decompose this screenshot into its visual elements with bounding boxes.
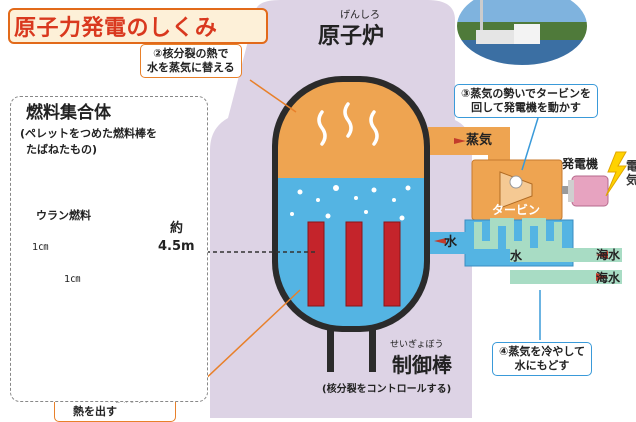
seawater-out-label: 海水 [596,271,621,285]
water-bubbles [290,185,411,221]
control-rod-name: 制御棒 [392,353,452,377]
fuel-assembly-panel [10,96,208,402]
fuel-assembly-desc-2: たばねたもの) [26,143,98,156]
callout-step4-line1: ④蒸気を冷やして [499,345,585,358]
title-banner [8,8,268,44]
pellet-height-label: 1㎝ [32,242,49,253]
water-return-pipe [428,232,468,254]
callout-step4: ④蒸気を冷やして 水にもどす [492,342,592,376]
callout-step4-line2: 水にもどす [514,358,570,372]
steam-label: 蒸気 [466,133,493,148]
control-rod-desc: (核分裂をコントロールする) [322,384,452,395]
assembly-length-label-2: 4.5m [158,239,195,254]
seawater-out-arrow-icon [596,273,608,281]
callout-step2-line2: 水を蒸気に替える [147,60,235,74]
pellet-label: ウラン燃料 [36,209,91,222]
condenser-coil [474,218,562,249]
steam-wisp-2 [343,102,353,138]
generator-end [568,180,574,202]
turbine-hub-icon [509,175,523,189]
electricity-label: 電気 [626,159,636,187]
leader-step3 [521,117,539,171]
callout-step2-line1: ②核分裂の熱で [153,47,229,60]
lightning-icon [605,151,627,197]
steam-arrow-icon [454,138,466,144]
steam-pipe-down [488,127,510,165]
callout-step3: ③蒸気の勢いでタービンを 回して発電機を動かす [454,84,598,118]
control-rod-furigana: せいぎょぼう [390,340,444,350]
generator-body [571,175,609,207]
water-left-label: 水 [444,235,458,250]
fuel-assembly-desc-1: (ペレットをつめた燃料棒を [20,127,158,140]
reactor-furigana: げんしろ [340,10,380,21]
callout-step1-line2: 熱を出す [73,404,117,418]
generator-label: 発電機 [562,157,599,171]
fuel-rod-2 [345,221,363,307]
plant-photo-frame [455,0,589,67]
callout-step2: ②核分裂の熱で 水を蒸気に替える [140,44,242,78]
callout-step3-line2: 回して発電機を動かす [471,100,581,114]
pellet-width-label: 1㎝ [64,274,81,285]
assembly-length-label-1: 約 [170,221,184,236]
seawater-in-arrow-icon [596,251,608,259]
control-rod-1 [327,326,334,372]
page-title: 原子力発電のしくみ [14,16,218,41]
seawater-pipe-out [510,270,622,284]
steam-wisp-1 [317,110,327,146]
fuel-rod-1 [307,221,325,307]
control-rod-2 [369,326,376,372]
water-right-label: 水 [510,249,523,263]
water-arrow-icon [434,238,446,244]
fuel-rod-3 [383,221,401,307]
leader-step1 [199,289,301,385]
reactor-name: 原子炉 [318,24,385,49]
plant-photo [456,0,588,66]
steam-wisp-3 [369,110,379,146]
fuel-assembly-title: 燃料集合体 [26,103,111,123]
leader-step2 [249,79,297,113]
seawater-pipe-in [510,248,622,262]
callout-step3-line1: ③蒸気の勢いでタービンを [461,87,591,100]
turbine-label: タービン [492,203,541,217]
seawater-in-label: 海水 [596,248,621,262]
